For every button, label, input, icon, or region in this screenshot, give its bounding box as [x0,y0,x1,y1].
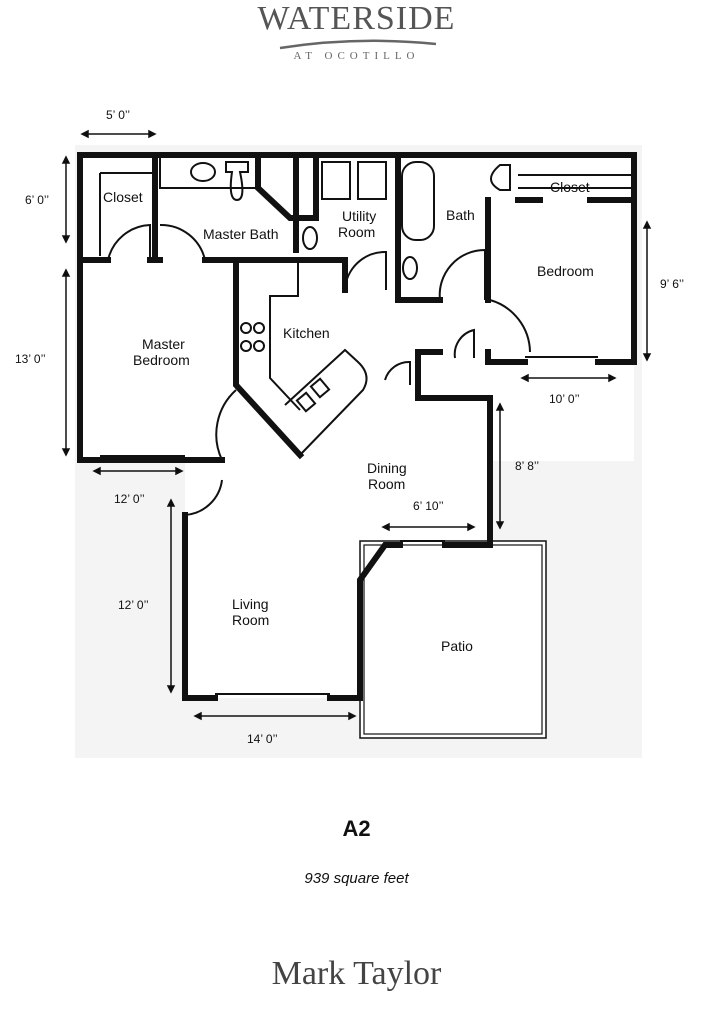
dim-master-depth: 13’ 0’’ [15,352,46,366]
label-living-2: Room [232,612,269,628]
label-dining-2: Room [368,476,405,492]
dim-bedroom-depth: 9’ 6’’ [660,277,684,291]
label-utility-2: Room [338,224,375,240]
logo-swoosh [279,39,437,50]
fixtures [99,158,632,695]
dim-master-width: 12’ 0’’ [114,492,145,506]
label-closet-right: Closet [550,179,590,195]
label-master-1: Master [142,336,185,352]
plan-name: A2 [342,816,371,841]
walls [77,152,637,701]
label-bath: Bath [446,207,475,223]
dim-living-depth: 12’ 0’’ [118,598,149,612]
dim-dining-width: 6’ 10’’ [413,499,444,513]
label-living-1: Living [232,596,269,612]
logo-subtitle: AT OCOTILLO [293,50,420,62]
dim-bedroom-width: 10’ 0’’ [549,392,580,406]
label-utility-1: Utility [342,208,376,224]
dim-closet-width: 5’ 0’’ [106,108,130,122]
patio-outline [359,540,547,739]
dimension-labels: 5’ 0’’ 6’ 0’’ 13’ 0’’ 12’ 0’’ 9’ 6’’ 10’… [15,108,684,746]
floor-plan-diagram: Closet Master Bath Utility Room Bath Clo… [15,108,684,758]
label-bedroom: Bedroom [537,263,594,279]
label-closet-left: Closet [103,189,143,205]
label-dining-1: Dining [367,460,407,476]
dim-living-width: 14’ 0’’ [247,732,278,746]
dim-dining-depth: 8’ 8’’ [515,459,539,473]
dim-closet-depth: 6’ 0’’ [25,193,49,207]
brand-logo: Mark Taylor [271,955,442,992]
label-patio: Patio [441,638,473,654]
label-master-2: Bedroom [133,352,190,368]
dimension-arrows [61,129,652,721]
label-master-bath: Master Bath [203,226,278,242]
plan-area: 939 square feet [304,870,409,887]
room-labels: Closet Master Bath Utility Room Bath Clo… [103,179,594,654]
logo-title: WATERSIDE [257,0,456,37]
label-kitchen: Kitchen [283,325,330,341]
